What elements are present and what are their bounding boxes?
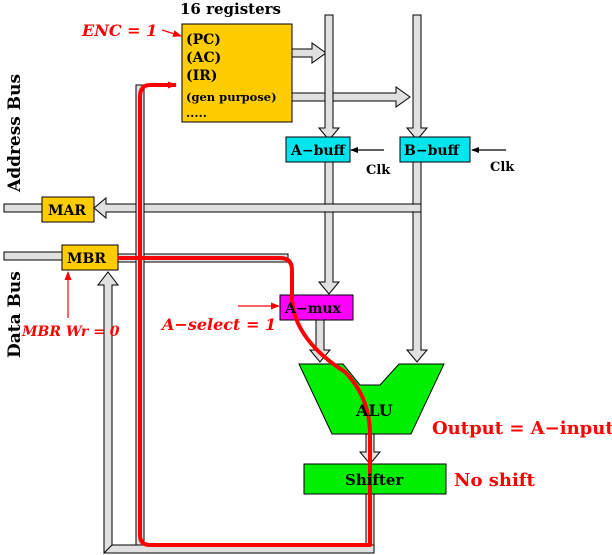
reg-out-arrow-bus [291, 86, 411, 108]
enc-label: ENC = 1 [81, 21, 157, 40]
mar-address-stub [3, 203, 43, 213]
shifter-box [303, 463, 447, 495]
a-buff-box [285, 136, 351, 163]
reg-gen: (gen purpose) [186, 90, 277, 104]
mar-box [41, 196, 95, 223]
shifter-label: Shifter [345, 471, 404, 489]
alu-label: ALU [355, 401, 393, 420]
output-label: Output = A−input [432, 418, 612, 439]
mbr-data-stub [3, 251, 63, 261]
reg-ir: (IR) [186, 68, 217, 84]
a-select-label: A−select = 1 [160, 315, 276, 334]
register-file [181, 23, 293, 123]
mbr-wr-label: MBR Wr = 0 [21, 324, 120, 340]
a-buff-label: A−buff [290, 143, 347, 159]
highlighted-data-path [118, 81, 372, 547]
mbr-label: MBR [67, 251, 106, 267]
bus-to-mar [93, 196, 422, 220]
reg-dots: ..... [186, 106, 207, 120]
b-bus-vertical [405, 14, 429, 141]
mar-label: MAR [48, 203, 86, 219]
b-clk-label: Clk [490, 160, 515, 175]
registers-title: 16 registers [180, 0, 281, 18]
address-bus-label: Address Bus [5, 74, 25, 193]
shift-label: No shift [454, 470, 536, 491]
abuff-to-amux [317, 161, 341, 295]
a-clk-label: Clk [366, 163, 391, 178]
mbr-box [61, 244, 119, 271]
amux-to-alu [308, 319, 332, 363]
bus-up-to-mbr [96, 271, 120, 555]
b-buff-box [399, 136, 471, 163]
alu-shape [298, 363, 445, 435]
bbuff-to-alu [405, 161, 429, 363]
enc-arrow [161, 29, 182, 37]
data-bus-label: Data Bus [5, 271, 25, 358]
reg-out-arrow-top [291, 42, 327, 64]
a-mux-label: A−mux [284, 301, 342, 317]
reg-pc: (PC) [186, 32, 221, 48]
reg-ac: (AC) [186, 50, 221, 66]
b-buff-label: B−buff [404, 143, 461, 159]
a-bus-vertical [317, 14, 341, 141]
